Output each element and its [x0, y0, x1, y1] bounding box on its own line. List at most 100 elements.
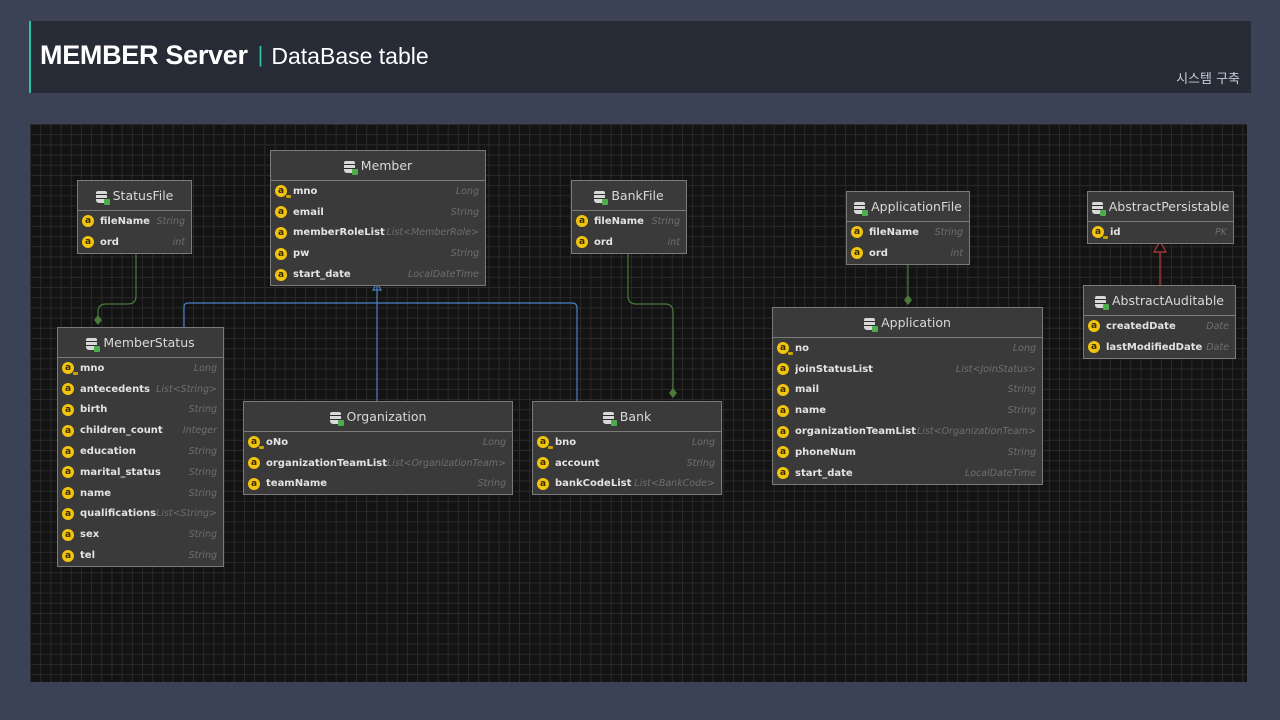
field-type: String — [188, 487, 217, 499]
entity-name: AbstractPersistable — [1108, 199, 1230, 214]
field-type: Date — [1206, 341, 1229, 353]
field-type: int — [667, 236, 680, 248]
field-type: Long — [1012, 342, 1036, 354]
inheritance-arrowhead — [1152, 239, 1168, 253]
attribute-icon: a — [777, 383, 789, 396]
entity-header: Application — [773, 308, 1042, 338]
field-type: List<BankCode> — [634, 478, 715, 490]
attribute-icon: a — [851, 226, 863, 239]
field-name: sex — [80, 529, 100, 541]
field-type: String — [477, 478, 506, 490]
field-name: organizationTeamList — [266, 457, 387, 469]
attribute-icon: a — [777, 363, 789, 376]
slide-header: MEMBER Server|DataBase table 시스템 구축 — [29, 21, 1251, 93]
primary-key-icon: a — [275, 185, 291, 199]
server-name: MEMBER Server — [40, 40, 248, 70]
field-name: mno — [80, 362, 105, 374]
primary-key-icon: a — [248, 436, 264, 450]
entity-header: StatusFile — [78, 181, 191, 211]
field-type: String — [1007, 446, 1036, 458]
field-name: mno — [293, 185, 318, 197]
field-row[interactable]: a teamName String — [244, 474, 512, 495]
attribute-icon: a — [82, 215, 94, 228]
entity-name: ApplicationFile — [871, 199, 962, 214]
entity-name: BankFile — [611, 188, 664, 203]
entity-header: Organization — [244, 402, 512, 432]
attribute-icon: a — [777, 425, 789, 438]
slide-title: MEMBER Server|DataBase table — [40, 40, 429, 71]
field-name: birth — [80, 404, 108, 416]
field-name: bno — [555, 436, 577, 448]
field-name: mail — [795, 384, 820, 396]
field-name: name — [795, 405, 827, 417]
primary-key-icon: a — [777, 342, 793, 356]
field-type: LocalDateTime — [407, 269, 479, 281]
field-type: String — [686, 457, 715, 469]
field-type: String — [188, 466, 217, 478]
attribute-icon: a — [82, 236, 94, 249]
entity-header: ApplicationFile — [847, 192, 969, 222]
field-name: lastModifiedDate — [1106, 341, 1203, 353]
table-icon — [86, 337, 101, 352]
table-icon — [594, 190, 609, 205]
field-name: fileName — [100, 215, 150, 227]
field-type: List<String> — [156, 383, 217, 395]
attribute-icon: a — [62, 445, 74, 458]
attribute-icon: a — [62, 507, 74, 520]
field-type: String — [934, 226, 963, 238]
attribute-icon: a — [1088, 341, 1100, 354]
table-icon — [95, 190, 110, 205]
field-name: ord — [869, 247, 888, 259]
field-name: teamName — [266, 478, 328, 490]
field-name: organizationTeamList — [795, 426, 916, 438]
attribute-icon: a — [248, 477, 260, 490]
